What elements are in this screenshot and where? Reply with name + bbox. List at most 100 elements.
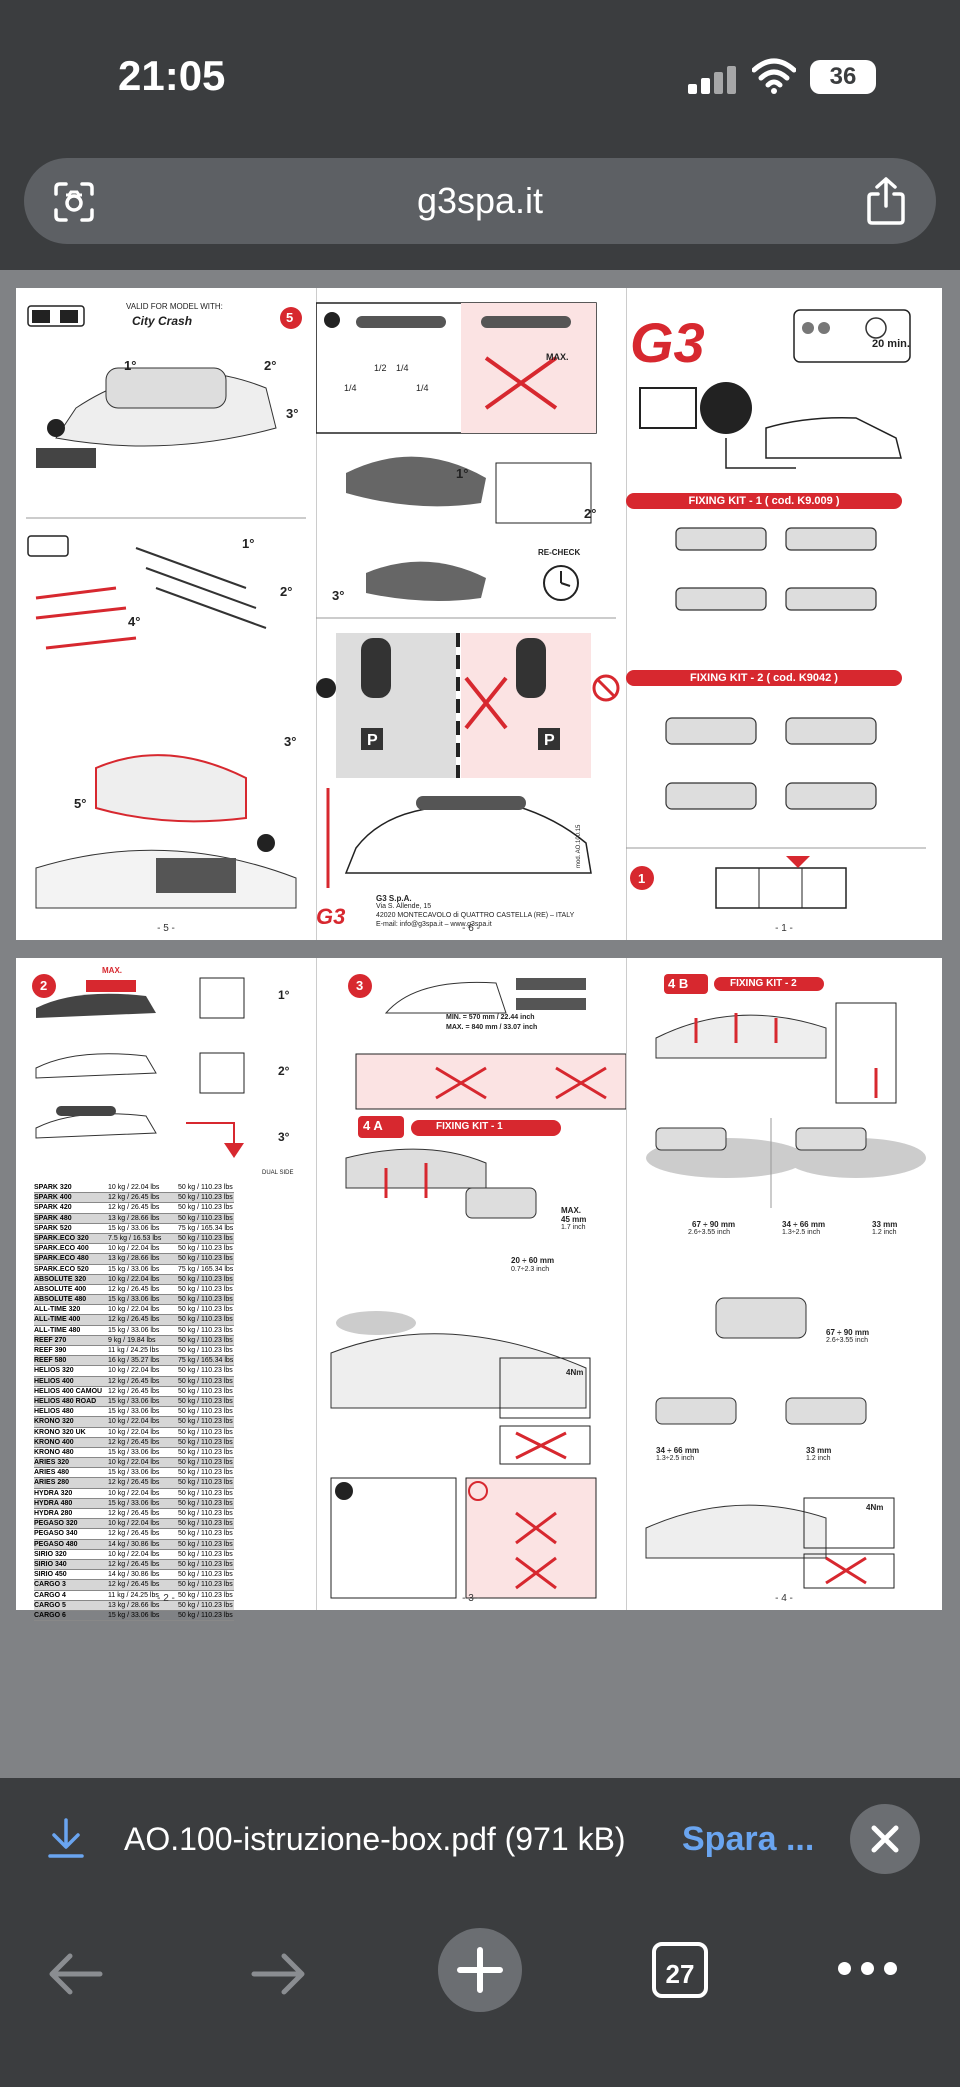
step-label: 2° bbox=[264, 358, 277, 373]
time-estimate: 20 min. bbox=[872, 338, 910, 350]
table-cell-load: 12 kg / 26.45 lbs bbox=[108, 1387, 160, 1395]
table-cell-load: 12 kg / 26.45 lbs bbox=[108, 1438, 160, 1446]
table-cell-max: 50 kg / 110.23 lbs bbox=[178, 1571, 233, 1579]
new-tab-button[interactable] bbox=[438, 1928, 522, 2012]
table-cell-model: REEF 390 bbox=[34, 1347, 67, 1354]
table-cell-max: 50 kg / 110.23 lbs bbox=[178, 1204, 233, 1212]
status-time: 21:05 bbox=[118, 52, 226, 99]
table-cell-max: 50 kg / 110.23 lbs bbox=[178, 1520, 233, 1528]
company-name: G3 S.p.A. bbox=[376, 894, 412, 903]
table-cell-max: 75 kg / 165.34 lbs bbox=[178, 1265, 234, 1273]
mounting-illustration bbox=[330, 974, 627, 1599]
download-arrow-icon[interactable] bbox=[46, 1816, 86, 1860]
table-cell-model: HYDRA 280 bbox=[34, 1510, 73, 1517]
step-number-3: 3 bbox=[356, 978, 364, 993]
load-illustration bbox=[32, 974, 245, 1158]
table-cell-max: 50 kg / 110.23 lbs bbox=[178, 1214, 233, 1222]
table-cell-model: ARIES 280 bbox=[34, 1479, 70, 1487]
table-cell-max: 50 kg / 110.23 lbs bbox=[178, 1469, 233, 1477]
measurement: 67 ÷ 90 mm bbox=[692, 1220, 736, 1229]
table-cell-max: 50 kg / 110.23 lbs bbox=[178, 1530, 233, 1538]
table-cell-load: 15 kg / 33.06 lbs bbox=[108, 1408, 160, 1416]
table-cell-model: SPARK.ECO 520 bbox=[34, 1265, 89, 1273]
fraction-label: 1/4 bbox=[416, 383, 429, 393]
max-label: MAX. bbox=[102, 966, 122, 975]
table-cell-max: 50 kg / 110.23 lbs bbox=[178, 1489, 233, 1497]
table-cell-model: CARGO 6 bbox=[34, 1611, 66, 1619]
table-cell-load: 12 kg / 26.45 lbs bbox=[108, 1510, 160, 1517]
close-download-button[interactable] bbox=[850, 1804, 920, 1874]
table-cell-model: CARGO 3 bbox=[34, 1581, 66, 1589]
back-arrow-icon[interactable] bbox=[36, 1934, 116, 2014]
table-cell-load: 13 kg / 28.66 lbs bbox=[108, 1601, 160, 1609]
step-label: 1° bbox=[456, 466, 469, 481]
table-cell-load: 11 kg / 24.25 lbs bbox=[108, 1591, 159, 1599]
panel-page-1: G3 20 mi bbox=[626, 288, 942, 940]
battery-indicator: 36 bbox=[810, 60, 876, 94]
table-cell-model: CARGO 5 bbox=[34, 1601, 66, 1609]
table-cell-load: 13 kg / 28.66 lbs bbox=[108, 1214, 160, 1222]
panel-page-4: 4 B FIXING KIT - 2 67 ÷ 90 mm 2.6÷3.55 i… bbox=[626, 958, 942, 1610]
table-cell-max: 75 kg / 165.34 lbs bbox=[178, 1224, 234, 1232]
panel-page-3: 3 MIN. = 570 mm / 22.44 inch MAX. = 840 … bbox=[316, 958, 627, 1610]
url-text[interactable]: g3spa.it bbox=[416, 180, 544, 221]
measurement: 2.6÷3.55 inch bbox=[826, 1337, 868, 1344]
table-cell-model: SIRIO 320 bbox=[34, 1550, 67, 1558]
table-cell-model: KRONO 480 bbox=[34, 1448, 74, 1456]
camera-scan-icon[interactable] bbox=[52, 180, 96, 224]
valid-for-text: VALID FOR MODEL WITH: bbox=[126, 302, 223, 311]
table-cell-load: 15 kg / 33.06 lbs bbox=[108, 1611, 160, 1619]
measurement: 67 ÷ 90 mm bbox=[826, 1328, 870, 1337]
table-cell-load: 10 kg / 22.04 lbs bbox=[108, 1306, 160, 1314]
measurement: 34 ÷ 66 mm bbox=[782, 1220, 826, 1229]
address-bar[interactable]: g3spa.it bbox=[24, 158, 936, 244]
table-cell-max: 50 kg / 110.23 lbs bbox=[178, 1255, 233, 1263]
table-cell-model: SPARK 420 bbox=[34, 1204, 72, 1212]
step-4a: 4 A bbox=[363, 1118, 383, 1133]
download-filename[interactable]: AO.100-istruzione-box.pdf (971 kB) bbox=[124, 1821, 626, 1857]
table-cell-model: ARIES 320 bbox=[34, 1459, 70, 1467]
table-cell-max: 50 kg / 110.23 lbs bbox=[178, 1316, 233, 1324]
table-cell-load: 10 kg / 22.04 lbs bbox=[108, 1459, 160, 1467]
table-cell-model: PEGASO 320 bbox=[34, 1520, 78, 1528]
table-cell-max: 50 kg / 110.23 lbs bbox=[178, 1560, 233, 1568]
open-download-link[interactable]: Spara ... bbox=[682, 1820, 815, 1858]
table-cell-model: SPARK 400 bbox=[34, 1194, 72, 1202]
share-icon[interactable] bbox=[864, 176, 908, 226]
forward-arrow-icon[interactable] bbox=[238, 1934, 318, 2014]
step-label: 3° bbox=[286, 406, 299, 421]
table-cell-model: ABSOLUTE 320 bbox=[34, 1275, 87, 1283]
pdf-viewer[interactable]: VALID FOR MODEL WITH: City Crash 5 1° 2°… bbox=[0, 270, 960, 1778]
tab-switcher-button[interactable]: 27 bbox=[652, 1942, 708, 1998]
pdf-page-1: VALID FOR MODEL WITH: City Crash 5 1° 2°… bbox=[16, 288, 942, 940]
table-cell-max: 50 kg / 110.23 lbs bbox=[178, 1591, 233, 1599]
max-distance: MAX. = 840 mm / 33.07 inch bbox=[446, 1024, 538, 1031]
table-cell-max: 50 kg / 110.23 lbs bbox=[178, 1408, 233, 1416]
page-number: - 4 - bbox=[775, 1593, 793, 1604]
table-cell-load: 12 kg / 26.45 lbs bbox=[108, 1530, 160, 1538]
table-cell-load: 15 kg / 33.06 lbs bbox=[108, 1326, 160, 1334]
table-cell-max: 50 kg / 110.23 lbs bbox=[178, 1184, 233, 1191]
more-dots-icon[interactable] bbox=[838, 1962, 898, 1976]
table-cell-load: 10 kg / 22.04 lbs bbox=[108, 1550, 160, 1558]
table-cell-model: ALL-TIME 320 bbox=[34, 1306, 81, 1314]
table-cell-max: 50 kg / 110.23 lbs bbox=[178, 1245, 233, 1253]
kit-title: FIXING KIT - 2 bbox=[690, 672, 764, 684]
table-cell-load: 15 kg / 33.06 lbs bbox=[108, 1448, 160, 1456]
table-cell-load: 15 kg / 33.06 lbs bbox=[108, 1469, 160, 1477]
table-cell-load: 13 kg / 28.66 lbs bbox=[108, 1255, 160, 1263]
table-cell-max: 50 kg / 110.23 lbs bbox=[178, 1499, 233, 1507]
table-cell-max: 50 kg / 110.23 lbs bbox=[178, 1234, 233, 1242]
measurement: 1.2 inch bbox=[872, 1229, 897, 1236]
